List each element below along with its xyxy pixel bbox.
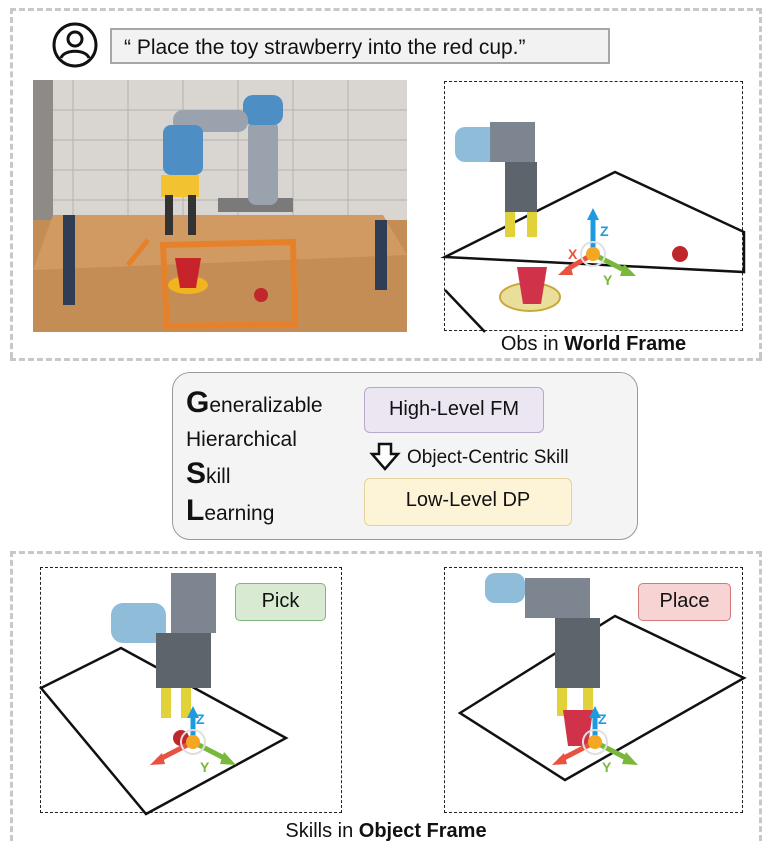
- acronym-line-s: Skill: [186, 457, 323, 494]
- object-caption-prefix: Skills in: [285, 820, 359, 842]
- lower-section-border: [10, 551, 762, 554]
- place-axes: Z Y: [552, 706, 638, 775]
- world-caption-prefix: Obs in: [500, 333, 565, 355]
- world-frame-caption: Obs in World Frame: [444, 333, 743, 356]
- right-section-border: [759, 8, 762, 358]
- left-section-border: [10, 8, 13, 358]
- place-robot-arm: [485, 573, 600, 716]
- lower-right-border: [759, 551, 762, 841]
- object-caption-bold: Object Frame: [358, 820, 487, 842]
- world-caption-bold: World Frame: [564, 333, 687, 355]
- place-axis-z-label: Z: [598, 711, 607, 727]
- acronym-line-g: Generalizable: [186, 386, 323, 423]
- acronym-initial-s: S: [186, 457, 207, 490]
- acronym-line-h: Hierarchical: [186, 423, 323, 457]
- pick-axes: Z Y: [150, 706, 236, 775]
- acronym-initial-l: L: [186, 494, 205, 527]
- acronym-rest-l: earning: [204, 502, 275, 525]
- down-arrow-icon: [369, 442, 401, 472]
- low-level-dp-box: Low-Level DP: [364, 478, 572, 526]
- high-level-fm-box: High-Level FM: [364, 387, 544, 433]
- scene-photo: [33, 80, 407, 332]
- acronym-initial-g: G: [186, 386, 210, 419]
- pick-tag: Pick: [235, 583, 326, 621]
- acronym-rest-g: eneralizable: [209, 394, 323, 417]
- pick-axis-z-label: Z: [196, 711, 205, 727]
- acronym-line-l: Learning: [186, 494, 323, 531]
- place-tag: Place: [638, 583, 731, 621]
- lower-left-border: [10, 551, 13, 841]
- top-section-border: [10, 8, 762, 11]
- middle-section-border: [10, 358, 762, 361]
- pick-robot-arm: [111, 573, 216, 718]
- pick-axis-y-label: Y: [200, 759, 210, 775]
- robot-arm-icon: [455, 122, 537, 237]
- object-centric-skill-label: Object-Centric Skill: [407, 447, 569, 468]
- acronym-list: Generalizable Hierarchical Skill Learnin…: [186, 386, 323, 531]
- acronym-rest-s: kill: [206, 465, 231, 488]
- user-icon: [50, 20, 100, 70]
- world-axis-z-label: Z: [600, 223, 609, 239]
- place-axis-y-label: Y: [602, 759, 612, 775]
- world-axis-x-label: X: [568, 246, 578, 262]
- world-frame-view: [440, 81, 746, 333]
- object-frame-caption: Skills in Object Frame: [0, 820, 772, 843]
- acronym-rest-h: Hierarchical: [186, 428, 297, 451]
- instruction-box: “ Place the toy strawberry into the red …: [110, 28, 610, 64]
- world-axis-y-label: Y: [603, 272, 613, 288]
